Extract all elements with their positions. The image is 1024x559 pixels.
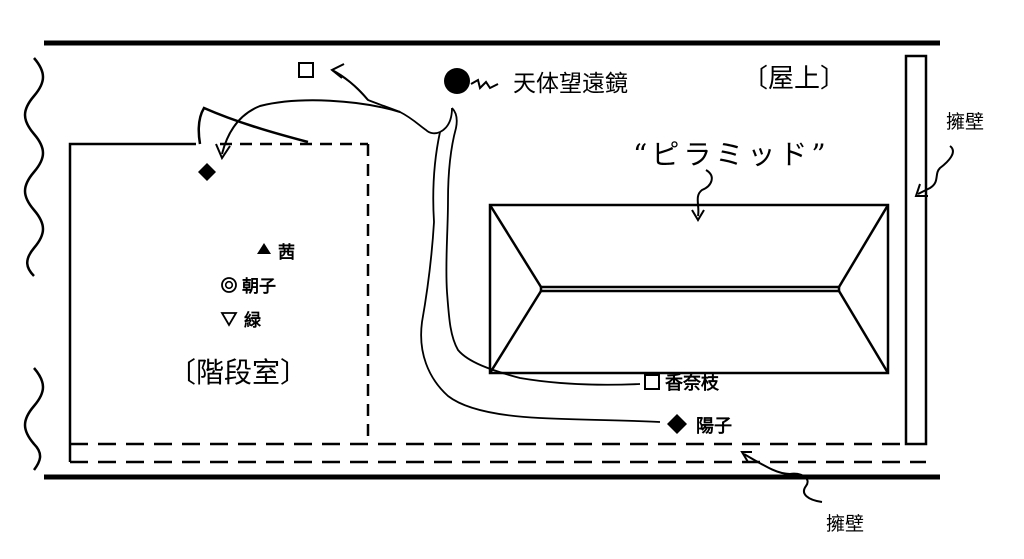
- pyramid-label: “ピラミッド”: [633, 138, 830, 171]
- telescope-marker: [444, 68, 470, 94]
- rooftop-label: 〔屋上〕: [742, 64, 846, 94]
- wall-bottom-pointer-head: [740, 451, 752, 463]
- walking-path-outer: [445, 107, 641, 386]
- midori-label: 緑: [244, 310, 262, 331]
- akane-label: 茜: [278, 242, 295, 263]
- asako-label: 朝子: [242, 276, 276, 297]
- kanae-label: 香奈枝: [664, 372, 720, 394]
- yoko-diamond-marker: [667, 414, 687, 434]
- left-break-line-lower: [23, 367, 45, 471]
- start-square-marker: [298, 62, 314, 78]
- stairwell-door: [197, 106, 309, 145]
- retaining-wall-right-label: 擁壁: [946, 111, 984, 133]
- wall-right-pointer-head: [914, 183, 928, 197]
- asako-double-circle-marker: [221, 277, 237, 293]
- telescope-label: 天体望遠鏡: [513, 71, 628, 97]
- pyramid-structure: [488, 203, 890, 375]
- left-break-line-upper: [23, 57, 45, 277]
- kanae-square-marker: [644, 374, 660, 390]
- wall-bottom-pointer: [743, 453, 823, 503]
- walking-path-inner: [420, 131, 661, 423]
- midori-triangle-down-marker: [220, 312, 238, 327]
- telescope-pointer-squiggle: [470, 78, 499, 90]
- stairwell-diamond-marker: [198, 163, 216, 181]
- pyramid-pointer: [696, 169, 713, 217]
- door-arrow: [221, 99, 401, 155]
- start-arrow-head: [330, 63, 345, 79]
- pyramid-pointer-head: [691, 209, 705, 222]
- wall-right-pointer: [917, 145, 954, 195]
- door-arrow-head: [215, 143, 231, 161]
- stairwell-label: 〔階段室〕: [168, 356, 308, 389]
- retaining-wall-bottom-label: 擁壁: [826, 513, 864, 535]
- right-retaining-wall: [904, 54, 928, 446]
- yoko-label: 陽子: [696, 416, 732, 437]
- akane-triangle-marker: [257, 243, 271, 254]
- stairwell-wall: [68, 142, 196, 462]
